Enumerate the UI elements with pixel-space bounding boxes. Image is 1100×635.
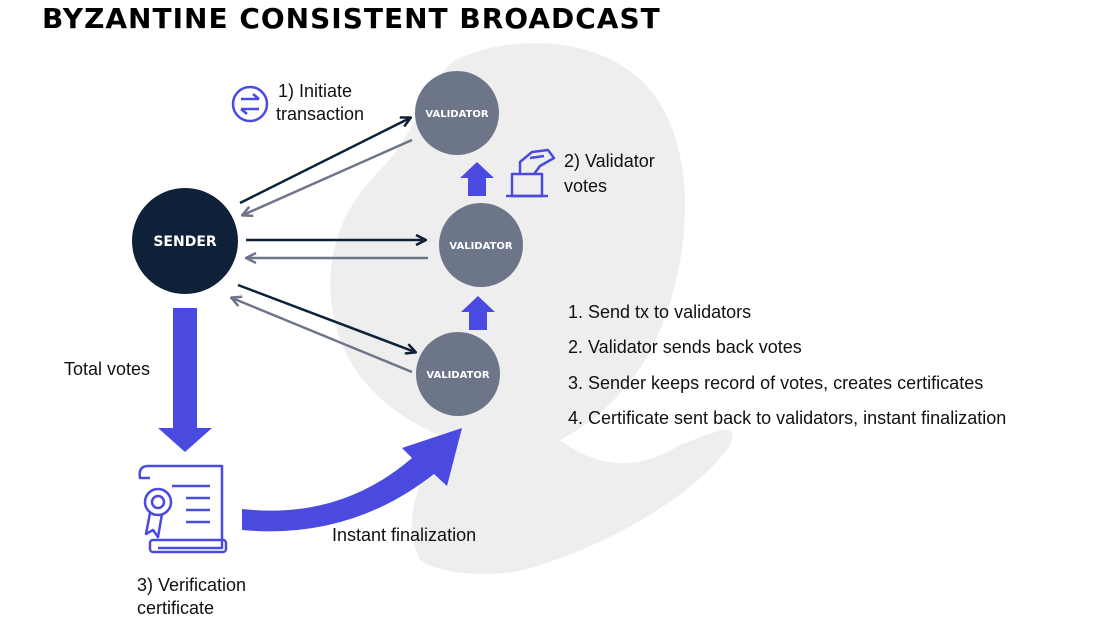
sender-node	[132, 188, 238, 294]
total-votes-arrow	[158, 308, 212, 452]
certificate-label-line1: 3) Verification	[137, 575, 246, 595]
certificate-scroll-icon	[138, 464, 228, 554]
vote-arrow-bottom-to-mid	[461, 296, 495, 330]
sender-node-label: SENDER	[153, 234, 217, 250]
votes-label-line1: 2) Validator	[564, 151, 655, 171]
instant-finalization-label: Instant finalization	[332, 525, 476, 545]
certificate-label-line2: certificate	[137, 598, 214, 618]
validator-top-label: VALIDATOR	[425, 109, 488, 120]
initiate-label-line1: 1) Initiate	[278, 81, 352, 101]
arrow-sender-to-validator-bottom	[237, 283, 415, 352]
step-item: 3. Sender keeps record of votes, creates…	[568, 373, 983, 393]
initiate-label-line2: transaction	[276, 104, 364, 124]
vote-arrow-mid-to-top	[460, 162, 494, 196]
instant-finalization-arrow	[242, 428, 462, 532]
step-item: 4. Certificate sent back to validators, …	[568, 408, 1006, 428]
diagram-title: BYZANTINE CONSISTENT BROADCAST	[42, 2, 661, 35]
validator-bottom-node	[416, 332, 500, 416]
step-item: 1. Send tx to validators	[568, 302, 751, 322]
step-item: 2. Validator sends back votes	[568, 337, 802, 357]
watermark-shape	[330, 43, 733, 575]
validator-mid-label: VALIDATOR	[449, 241, 512, 252]
ballot-box-icon	[506, 148, 556, 198]
validator-mid-node	[439, 203, 523, 287]
total-votes-label: Total votes	[64, 359, 150, 379]
validator-top-node	[415, 71, 499, 155]
arrow-validator-top-to-sender	[243, 138, 413, 215]
arrow-sender-to-validator-top	[239, 118, 410, 205]
exchange-icon	[231, 85, 269, 123]
steps-list: 1. Send tx to validators 2. Validator se…	[568, 302, 1006, 428]
votes-label-line2: votes	[564, 176, 607, 196]
validator-bottom-label: VALIDATOR	[426, 370, 489, 381]
arrow-validator-bottom-to-sender	[232, 298, 413, 374]
